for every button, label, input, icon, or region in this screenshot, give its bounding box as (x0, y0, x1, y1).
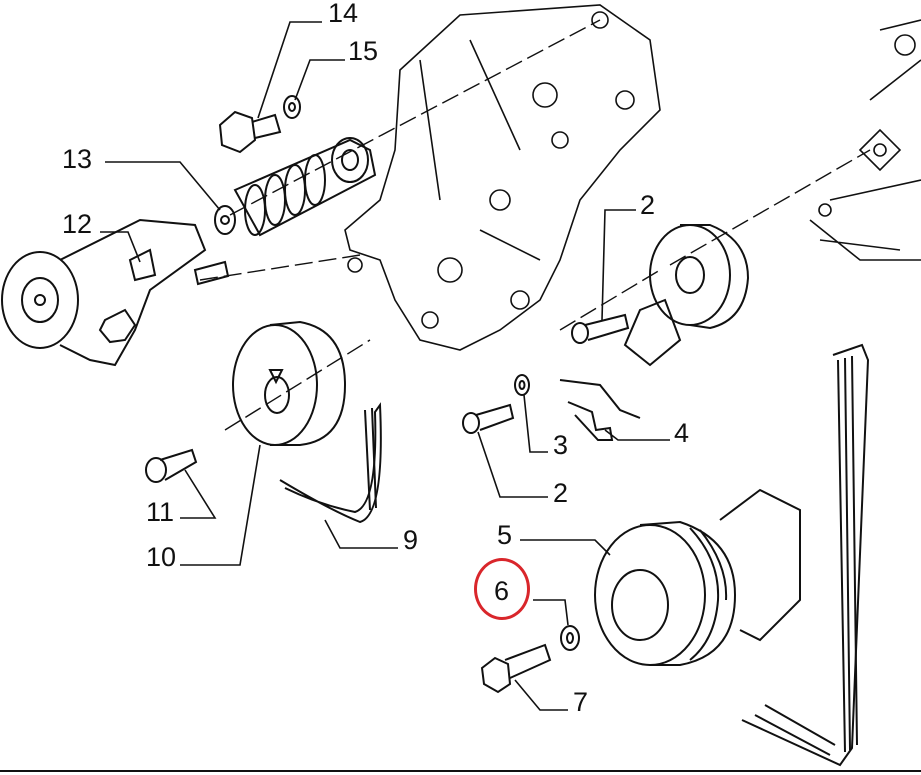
bolts-part-2-3-4 (462, 313, 630, 441)
callout-11: 11 (146, 497, 175, 527)
bolt-part-7 (480, 643, 552, 694)
callout-2-upper: 2 (640, 190, 656, 220)
bolt-part-14 (218, 95, 301, 154)
axis-lines (199, 19, 871, 431)
callout-7: 7 (573, 687, 589, 717)
engine-block (809, 19, 921, 261)
poly-v-belt (741, 343, 870, 767)
highlight-circle (474, 558, 530, 620)
callout-10: 10 (146, 542, 177, 572)
callout-5: 5 (497, 520, 513, 550)
idler-pulley-part-2 (559, 224, 750, 419)
leader-lines (100, 21, 670, 711)
callout-9: 9 (403, 525, 419, 555)
callout-15: 15 (348, 36, 379, 66)
callout-2-lower: 2 (553, 478, 569, 508)
callout-14: 14 (328, 0, 359, 28)
belt-part-9 (279, 402, 382, 524)
crank-pulley-part-5 (594, 488, 801, 666)
callout-3: 3 (553, 430, 569, 460)
tensioner-part-12 (1, 218, 230, 367)
idler-pulley-part-10 (232, 320, 347, 446)
washer-part-6 (560, 625, 580, 651)
engine-bracket (344, 4, 661, 351)
callout-4: 4 (674, 418, 690, 448)
damper-part-13 (214, 137, 377, 237)
callout-12: 12 (62, 209, 93, 239)
bolt-part-11 (145, 448, 198, 483)
callout-13: 13 (62, 144, 93, 174)
